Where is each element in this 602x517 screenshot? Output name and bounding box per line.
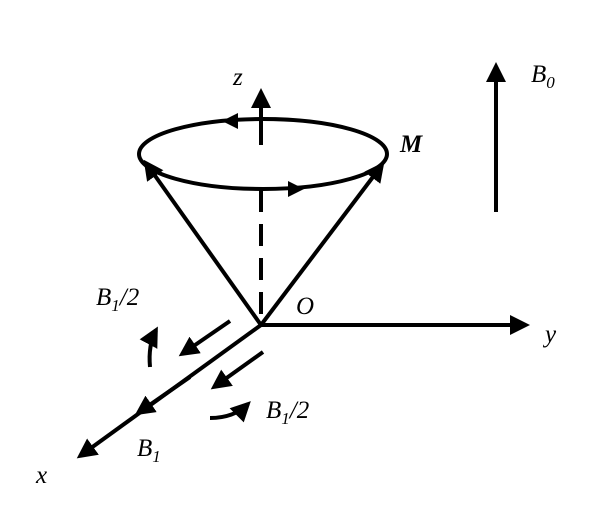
b0-label: B0 <box>531 61 555 92</box>
z-axis-label: z <box>232 64 243 91</box>
magnetization-vector <box>259 161 385 327</box>
precession-arrow-top-icon <box>222 113 238 129</box>
b1-label: B1 <box>137 435 161 466</box>
b1-half-upper-label: B1/2 <box>96 284 139 315</box>
b1-field-arrow <box>134 375 192 416</box>
precession-circle <box>137 117 389 191</box>
b1-half-upper-arrow <box>178 319 232 357</box>
rotation-arc-lower-icon <box>209 401 251 423</box>
magnetization-label: M <box>399 131 423 158</box>
y-axis-label: y <box>542 321 557 348</box>
b1-half-lower-arrow <box>210 350 265 390</box>
origin-label: O <box>296 293 314 320</box>
b1-half-lower-label: B1/2 <box>266 397 309 428</box>
cone-left-vector <box>143 159 263 327</box>
rotation-arc-upper-icon <box>139 326 158 368</box>
x-axis-label: x <box>35 462 47 489</box>
precession-arrow-bottom-icon <box>288 181 304 197</box>
